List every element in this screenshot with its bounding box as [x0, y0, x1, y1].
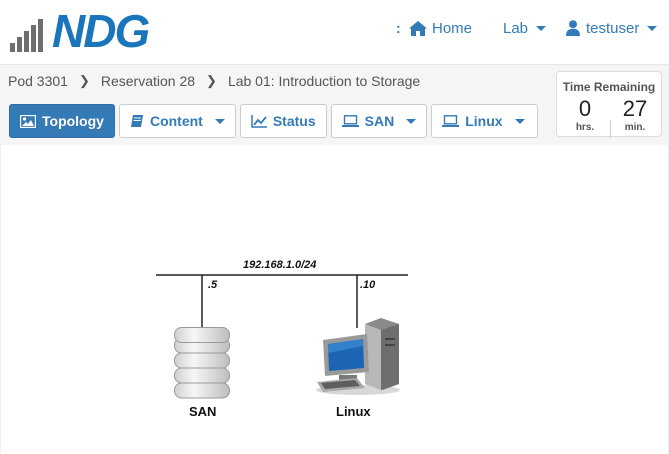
tab-content-label: Content	[149, 113, 203, 129]
laptop-icon	[341, 115, 359, 127]
laptop-icon	[442, 115, 460, 127]
timer-minutes-unit: min.	[624, 122, 646, 133]
chevron-down-icon	[406, 118, 417, 124]
nav-user-dropdown[interactable]: testuser	[566, 16, 658, 40]
tab-content[interactable]: Content	[118, 104, 236, 138]
nav-colon: :	[396, 20, 401, 36]
nav-user-label: testuser	[586, 19, 640, 37]
tab-topology[interactable]: Topology	[9, 104, 115, 138]
network-diagram	[156, 274, 408, 328]
timer-hours-value: 0	[578, 96, 592, 121]
nav-lab-label: Lab	[503, 19, 529, 37]
linux-ip-label: .10	[360, 279, 376, 291]
breadcrumb-lab: Lab 01: Introduction to Storage	[227, 73, 421, 89]
breadcrumb-reservation[interactable]: Reservation 28	[100, 73, 196, 89]
chevron-down-icon	[647, 25, 658, 31]
image-icon	[20, 114, 36, 128]
tab-status-label: Status	[272, 113, 316, 129]
desktop-computer-icon[interactable]	[313, 318, 403, 396]
linux-node-label: Linux	[336, 404, 371, 419]
tab-san[interactable]: SAN	[330, 104, 428, 138]
ndg-logo[interactable]: NDG	[10, 5, 150, 57]
tab-san-label: SAN	[364, 113, 395, 129]
lab-tabs: Topology Content Status	[9, 104, 542, 138]
top-navbar: NDG : Home Lab testuser	[0, 0, 669, 64]
nav-lab-dropdown[interactable]: Lab	[503, 16, 547, 40]
chevron-down-icon	[536, 25, 547, 31]
tab-linux-label: Linux	[465, 113, 503, 129]
timer-hours-unit: hrs.	[575, 122, 595, 133]
tab-linux[interactable]: Linux	[431, 104, 538, 138]
chevron-down-icon	[514, 118, 525, 124]
time-remaining-title: Time Remaining	[562, 80, 656, 94]
timer-minutes-value: 27	[622, 96, 648, 121]
nav-home-label: Home	[432, 19, 473, 37]
line-chart-icon	[251, 114, 267, 128]
home-icon	[409, 20, 427, 36]
tab-topology-label: Topology	[42, 113, 104, 129]
logo-text: NDG	[52, 5, 150, 57]
timer-hours: 0 hrs.	[559, 96, 611, 133]
topology-diagram: 192.168.1.0/24 .5 .10 SAN	[156, 254, 418, 430]
user-icon	[566, 20, 580, 36]
book-icon	[130, 114, 144, 128]
breadcrumb: Pod 3301 ❯ Reservation 28 ❯ Lab 01: Intr…	[8, 73, 420, 89]
logo-bars-icon	[10, 14, 50, 52]
timer-divider	[610, 120, 611, 138]
storage-icon[interactable]	[174, 327, 230, 399]
chevron-down-icon	[214, 118, 225, 124]
timer-minutes: 27 min.	[609, 96, 661, 133]
time-remaining-panel: Time Remaining 0 hrs. 27 min.	[556, 71, 662, 138]
san-node-label: SAN	[189, 404, 217, 419]
chevron-right-icon: ❯	[78, 73, 90, 88]
topology-canvas	[0, 145, 669, 454]
network-subnet-label: 192.168.1.0/24	[243, 259, 317, 271]
tab-status[interactable]: Status	[239, 104, 327, 138]
nav-home-link[interactable]: Home	[409, 16, 472, 40]
san-ip-label: .5	[208, 279, 218, 291]
chevron-right-icon: ❯	[206, 73, 217, 88]
breadcrumb-pod[interactable]: Pod 3301	[8, 73, 68, 89]
